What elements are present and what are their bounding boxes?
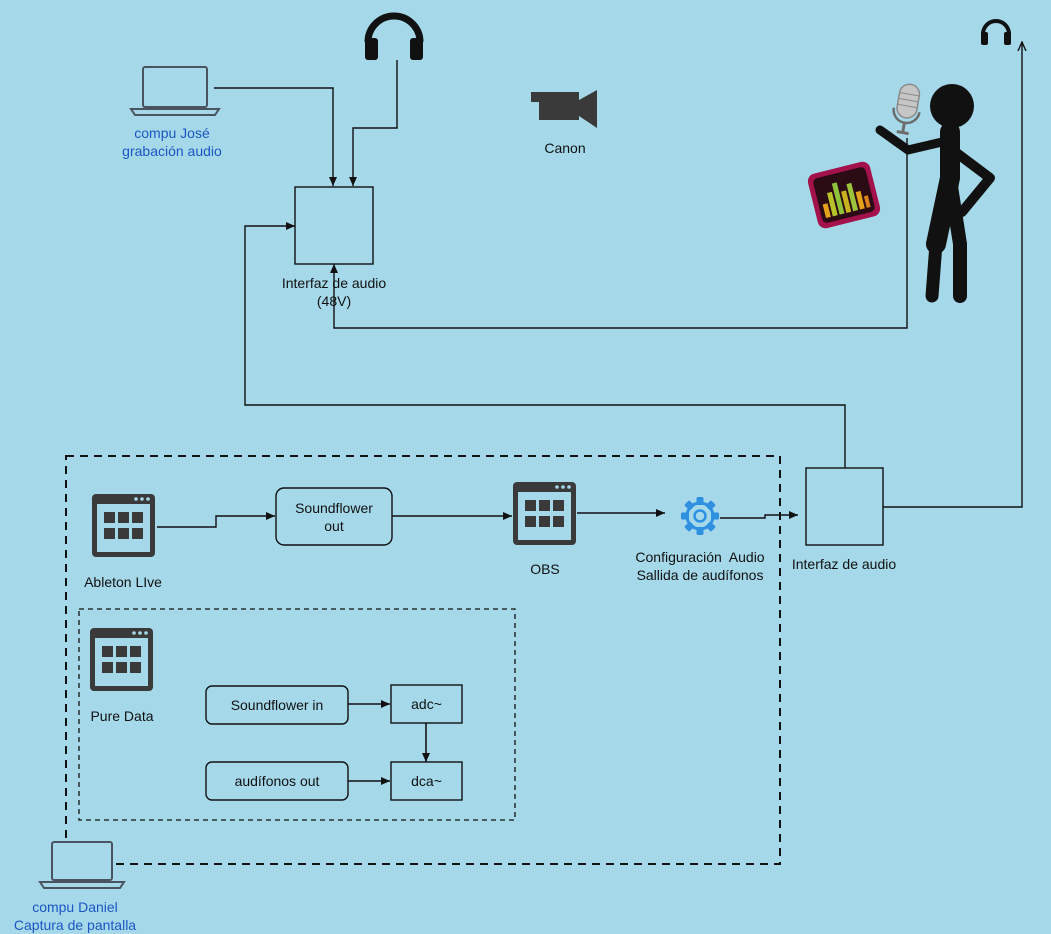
interface-48v-label-line2: (48V) [316,293,352,309]
interface-right-label: Interfaz de audio [791,556,897,572]
adc-box [390,684,463,724]
interface-48v-label-line1: Interfaz de audio [281,275,387,291]
connector-headphones-to-interface [349,60,398,186]
jose-computer-label-line2: grabación audio [122,143,222,159]
connector-jose-to-interface [214,87,337,186]
laptop-icon [129,66,221,116]
ableton-label: Ableton LIve [84,574,162,590]
daniel-computer-group [65,455,781,865]
connector-mic-to-interface [330,138,908,329]
laptop-daniel-icon [38,841,126,889]
gear-icon [681,497,719,535]
audifonos-out-label: audífonos out [234,773,320,789]
soundflower-out-label: Soundflower out [276,488,392,545]
config-audio-label-line1: Configuración Audio [635,549,765,565]
daniel-computer-label-line2: Captura de pantalla [13,917,137,933]
headphones-small-icon [981,19,1011,45]
app-window-icon [90,628,153,691]
soundflower-out-label-line2: out [324,517,344,534]
interface-48v-label: Interfaz de audio (48V) [262,274,406,310]
app-window-icon [513,482,576,545]
video-camera-icon [531,90,597,128]
audio-interface-48v-box [294,186,374,265]
audio-interface-right-box [805,467,884,546]
soundflower-in-box [205,685,349,725]
connector-config-to-interface [720,511,798,519]
jose-computer-label-line1: compu José [134,125,210,141]
dca-box [390,761,463,801]
soundflower-out-label-line1: Soundflower [295,499,373,516]
soundflower-out-box [275,487,393,546]
jose-computer-label: compu José grabación audio [108,124,236,160]
adc-label: adc~ [411,696,442,712]
soundflower-in-label: Soundflower in [230,697,324,713]
daniel-computer-label-line1: compu Daniel [32,899,118,915]
app-window-icon [92,494,155,557]
canon-label: Canon [544,140,586,156]
daniel-computer-label: compu Daniel Captura de pantalla [4,898,146,934]
connector-right-interface-to-interface [244,222,846,468]
config-audio-label: Configuración Audio Sallida de audífonos [614,548,786,584]
pure-data-group [78,608,516,821]
connector-right-interface-to-headphones [883,42,1022,508]
microphone-icon [892,83,921,136]
equalizer-app-icon [807,161,881,229]
obs-label: OBS [530,561,560,577]
person-icon [875,84,995,303]
connector-ableton-to-soundflower [157,512,275,528]
dca-label: dca~ [411,773,442,789]
audifonos-out-box [205,761,349,801]
headphones-icon [364,12,424,60]
pure-data-label: Pure Data [90,708,154,724]
config-audio-label-line2: Sallida de audífonos [636,567,764,583]
